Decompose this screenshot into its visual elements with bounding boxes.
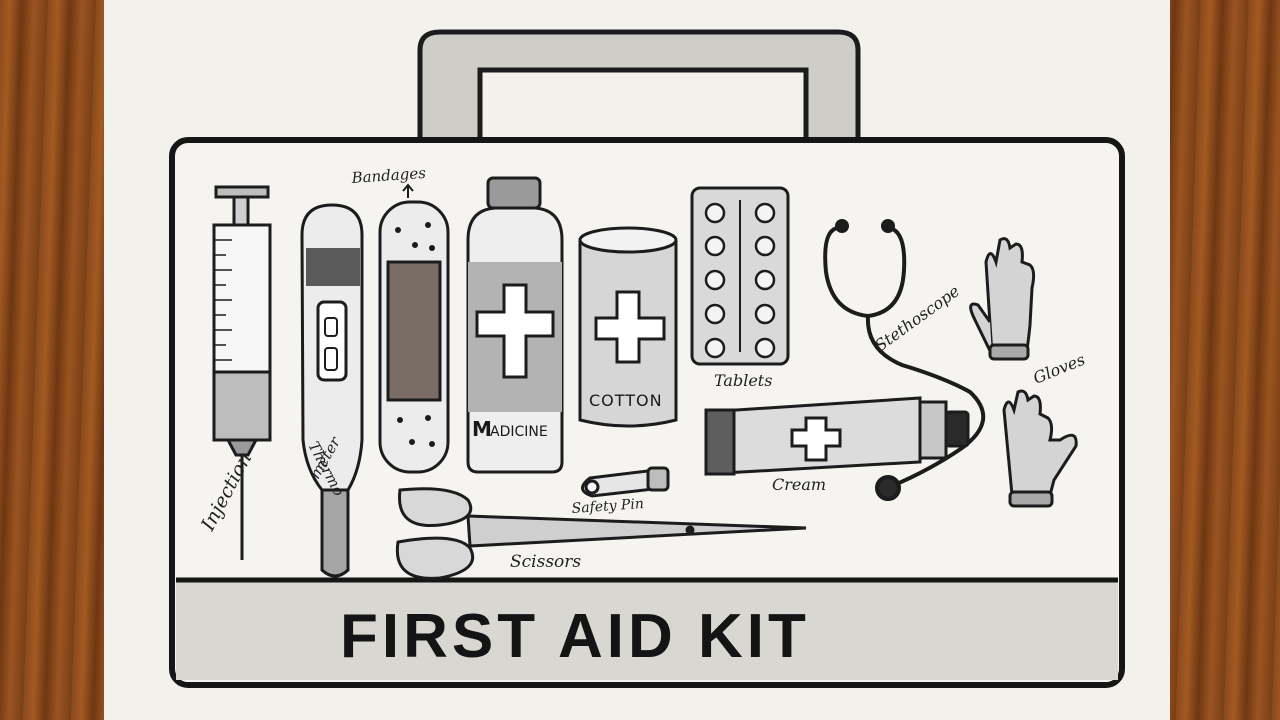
cream-label: Cream	[772, 475, 826, 494]
safety-pin-label: Safety Pin	[571, 496, 644, 517]
cotton-roll-icon	[578, 226, 678, 428]
bandage-icon	[378, 200, 450, 474]
medicine-label: ADICINE	[490, 424, 548, 440]
thermometer-icon	[300, 203, 364, 578]
scissors-label: Scissors	[510, 552, 581, 572]
cotton-label: COTTON	[589, 391, 663, 410]
kit-handle	[417, 29, 861, 143]
kit-title: FIRST AID KIT	[340, 602, 810, 671]
tablets-label: Tablets	[714, 371, 772, 390]
glove-icon	[1002, 389, 1078, 508]
bandages-arrow-icon	[402, 183, 414, 198]
syringe-icon	[212, 185, 272, 560]
medicine-bottle-icon	[466, 176, 564, 474]
tablet-blister-icon	[690, 186, 790, 366]
safety-pin-icon	[581, 466, 670, 498]
medicine-m-letter: M	[472, 417, 492, 441]
scissors-icon	[395, 487, 807, 580]
glove-icon	[969, 237, 1036, 361]
cream-tube-icon	[704, 396, 970, 476]
stethoscope-icon	[823, 219, 986, 501]
bandages-label: Bandages	[350, 164, 427, 187]
kit-label-band	[176, 580, 1118, 680]
